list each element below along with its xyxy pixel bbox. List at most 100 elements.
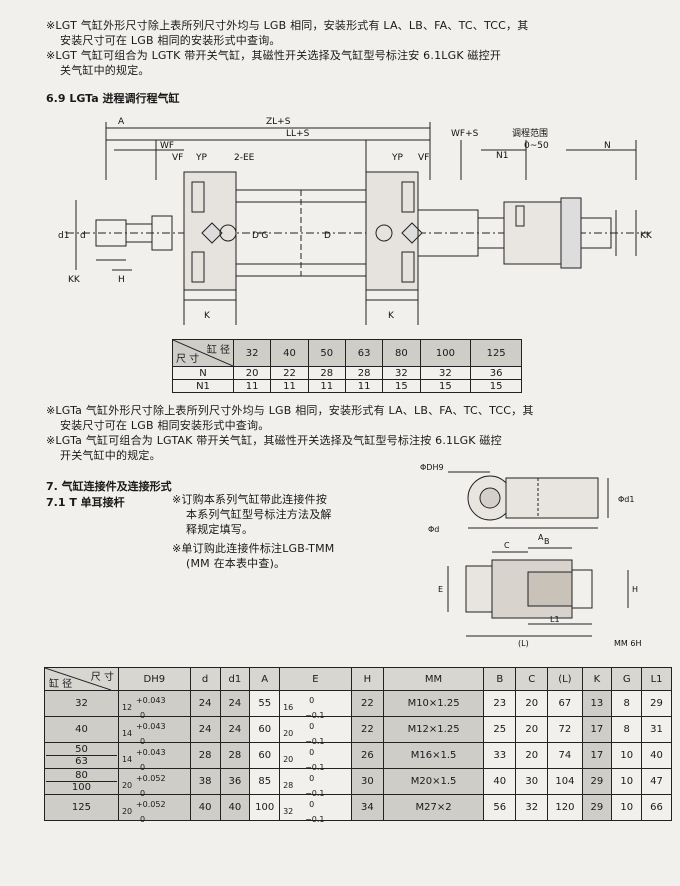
bore-value: 40 [75, 724, 88, 735]
dim-label: YP [195, 153, 207, 163]
column-header: DH9 [117, 667, 191, 691]
rod-end-drawing: ΦDH9 Φd1 Φd A C B E H L1 (L) MM 6H [420, 463, 641, 648]
cell: 20 [232, 366, 272, 380]
d-value: 40 [198, 802, 212, 813]
top-notes: ※LGT 气缸外形尺寸除上表所列尺寸外均与 LGB 相同，安装形式有 LA、LB… [46, 18, 676, 78]
dim-label: WF+S [451, 129, 479, 139]
mid-notes: ※LGTa 气缸外形尺寸除上表所列尺寸外均与 LGB 相同，安装形式有 LA、L… [46, 403, 676, 463]
g-value: 10 [620, 776, 634, 787]
table-cell: 66 [641, 794, 672, 821]
cell: 15 [419, 379, 472, 393]
cell: 11 [232, 379, 272, 393]
table-cell: 100 [249, 794, 281, 821]
row-label: N [172, 366, 234, 380]
cell: 36 [470, 366, 522, 380]
table-row: N 20 22 28 28 32 32 36 [172, 366, 522, 380]
dim-label: D'G [252, 231, 268, 241]
table-cell: M27×2 [382, 794, 485, 821]
d1-value: 40 [228, 802, 242, 813]
table-cell: M12×1.25 [382, 716, 485, 743]
l1-value: 40 [650, 750, 663, 761]
bore-header: 80 [382, 339, 421, 367]
d1-value: 24 [228, 724, 242, 735]
dim-label: H [632, 585, 638, 594]
n-dimension-table: 缸 径 尺 寸 32 40 50 63 80 100 125 N 20 22 2… [172, 339, 522, 393]
table-cell: 32 [44, 690, 119, 717]
tol-lower: −0.1 [305, 788, 325, 798]
a-value: 55 [258, 698, 272, 709]
tol-lower: −0.1 [305, 710, 325, 720]
column-header: E [279, 667, 352, 691]
note-line: ※单订购此连接件标注LGB-TMM [172, 542, 335, 555]
column-header: K [581, 667, 613, 691]
mm-value: M27×2 [415, 802, 452, 813]
bore-value: 32 [75, 698, 88, 709]
tol-upper: +0.052 [135, 799, 166, 809]
d1-value: 24 [228, 698, 242, 709]
cell: 11 [270, 379, 309, 393]
corner-bottom-label: 缸 径 [49, 679, 73, 690]
bore-header: 40 [270, 339, 309, 367]
note-line: ※订购本系列气缸带此连接件按 [172, 493, 328, 506]
table-cell: 24 [219, 690, 251, 717]
c-value: 20 [525, 750, 539, 761]
dim-label: ΦDH9 [420, 463, 444, 472]
dim-label: A [118, 117, 125, 127]
section-heading-7: 7. 气缸连接件及连接形式 [46, 480, 172, 493]
cell: 32 [382, 366, 421, 380]
table-row: N1 11 11 11 11 15 15 15 [172, 379, 522, 393]
d-value: 28 [198, 750, 212, 761]
dim-label: Φd1 [618, 495, 634, 504]
row-label: N1 [172, 379, 234, 393]
bore-value: 100 [46, 781, 117, 793]
dim-label: WF [160, 141, 174, 151]
dim-label: VF [172, 153, 183, 163]
l1-value: 47 [650, 776, 663, 787]
table-cell: 47 [641, 768, 672, 795]
bore-header: 63 [344, 339, 384, 367]
tol-lower: 0 [139, 736, 146, 746]
note-line: 本系列气缸型号标注方法及解 [186, 508, 332, 521]
table-cell: 26 [350, 742, 384, 769]
table-cell: 40 [219, 794, 251, 821]
table-cell: 120 [547, 794, 583, 821]
tol-upper: +0.043 [135, 747, 166, 757]
tol-lower: −0.1 [305, 814, 325, 824]
dim-label: A [538, 533, 544, 542]
table-cell: 24 [219, 716, 251, 743]
table-cell: 13 [581, 690, 613, 717]
table-cell: 60 [249, 742, 281, 769]
table-cell: 40 [44, 716, 119, 743]
note-line: 安装尺寸可在 LGB 相同的安装形式中查询。 [60, 34, 281, 47]
h-value: 34 [360, 802, 374, 813]
b-value: 40 [493, 776, 507, 787]
a-value: 60 [258, 724, 272, 735]
cell: 15 [382, 379, 421, 393]
b-value: 33 [493, 750, 507, 761]
dh9-value: 12 [121, 702, 133, 712]
column-header: G [611, 667, 643, 691]
cylinder-drawing: A ZL+S LL+S WF+S 调程范围 0~50 N N1 WF VF YP… [58, 117, 653, 325]
dim-label: d1 [58, 231, 69, 241]
rod-end-dimension-table: 尺 寸 缸 径 DH9 d d1 A E H MM B C (L) K G L1… [44, 667, 672, 824]
dim-label: H [118, 275, 125, 285]
bore-value: 80 [75, 770, 88, 781]
table-cell: 74 [547, 742, 583, 769]
l-value: 74 [558, 750, 572, 761]
tol-upper: 0 [309, 721, 315, 731]
cell: 11 [307, 379, 346, 393]
dim-label: 0~50 [524, 141, 549, 151]
table-cell: M20×1.5 [382, 768, 485, 795]
cell: 15 [470, 379, 522, 393]
dim-label: K [388, 311, 395, 321]
tol-lower: 0 [139, 762, 146, 772]
g-value: 8 [623, 698, 630, 709]
column-header: MM [382, 667, 485, 691]
